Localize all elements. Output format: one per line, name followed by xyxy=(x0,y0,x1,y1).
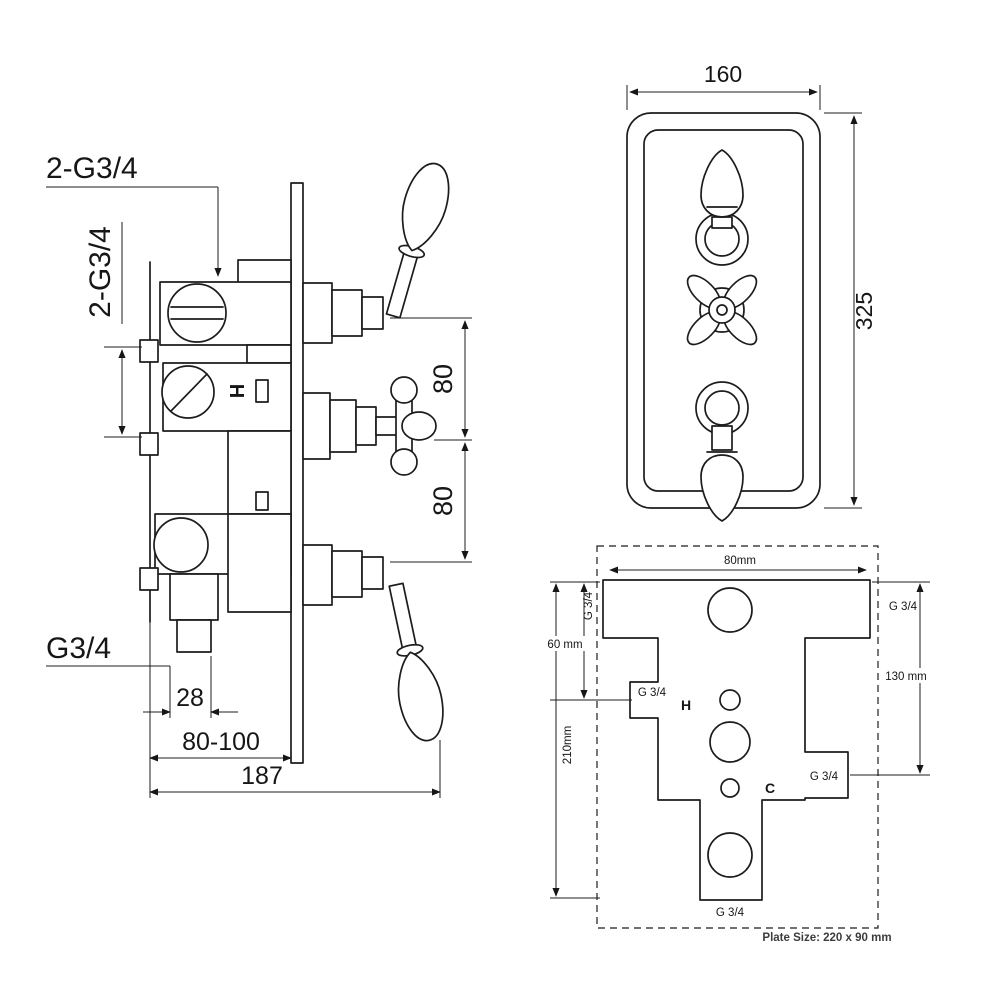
dim-rough-top-width: 80mm xyxy=(609,555,867,574)
dim-outlet-width-label: 28 xyxy=(176,684,204,712)
middle-cross-handle xyxy=(302,376,437,476)
top-port xyxy=(167,283,227,343)
dim-plate-width-label: 160 xyxy=(704,61,742,87)
recess-outline xyxy=(596,545,879,929)
cold-label: C xyxy=(765,780,775,796)
dim-top-ports: 2-G3/4 xyxy=(46,152,222,277)
dim-plate-height-label: 325 xyxy=(851,292,877,330)
top-lever-handle xyxy=(302,162,450,344)
front-view: 160 xyxy=(626,61,877,522)
dim-outlet: G3/4 28 xyxy=(46,632,238,718)
lower-spindle xyxy=(720,778,740,798)
upper-spindle xyxy=(719,689,741,711)
port-top-left-label: G 3/4 xyxy=(583,591,595,620)
valve-body: H xyxy=(139,259,292,653)
dim-outlet-label: G3/4 xyxy=(46,632,111,665)
dim-130mm-label: 130 mm xyxy=(885,671,927,683)
port-hot-label: G 3/4 xyxy=(638,687,667,699)
dim-rough-right: 130 mm xyxy=(850,581,932,776)
dim-total-depth: 187 xyxy=(149,740,441,798)
port-bottom-label: G 3/4 xyxy=(716,907,745,919)
body-marking-label: H xyxy=(225,384,247,398)
dim-plate-height: 325 xyxy=(824,112,877,509)
dim-top-ports-label: 2-G3/4 xyxy=(46,152,138,185)
thermostat-spindle xyxy=(709,721,751,763)
dim-total-depth-label: 187 xyxy=(241,762,283,790)
port-cold-label: G 3/4 xyxy=(810,771,839,783)
bottom-connection xyxy=(707,832,753,878)
bottom-lever-handle xyxy=(302,544,444,742)
dim-plate-width: 160 xyxy=(626,61,821,110)
dim-side-ports-label: 2-G3/4 xyxy=(84,226,117,318)
dim-install-depth-label: 80-100 xyxy=(182,728,260,756)
faceplate-edge xyxy=(290,182,304,764)
dim-spacing-lower-label: 80 xyxy=(428,486,458,516)
front-top-lever xyxy=(695,149,749,266)
plate-size-note: Plate Size: 220 x 90 mm xyxy=(762,932,891,944)
top-connection xyxy=(707,587,753,633)
dim-install-depth: 80-100 xyxy=(149,622,292,798)
dim-210mm-label: 210mm xyxy=(562,726,574,764)
front-cross-handle xyxy=(686,274,758,346)
dim-rough-top-width-label: 80mm xyxy=(724,555,756,567)
bottom-port xyxy=(153,517,209,573)
dim-spacing-upper-label: 80 xyxy=(428,364,458,394)
port-top-right-label: G 3/4 xyxy=(889,601,918,613)
front-bottom-lever xyxy=(695,381,749,522)
rough-in-view: 80mm G 3/4 G 3/4 G 3/4 H C G 3/4 G 3/4 6… xyxy=(544,545,932,944)
dim-60mm-label: 60 mm xyxy=(547,639,582,651)
dim-side-ports: 2-G3/4 xyxy=(84,222,142,438)
dim-rough-left: 60 mm 210mm xyxy=(544,581,632,899)
side-view: H xyxy=(46,152,472,798)
hot-label: H xyxy=(681,697,691,713)
dim-port-spacing: 80 80 xyxy=(390,317,472,563)
